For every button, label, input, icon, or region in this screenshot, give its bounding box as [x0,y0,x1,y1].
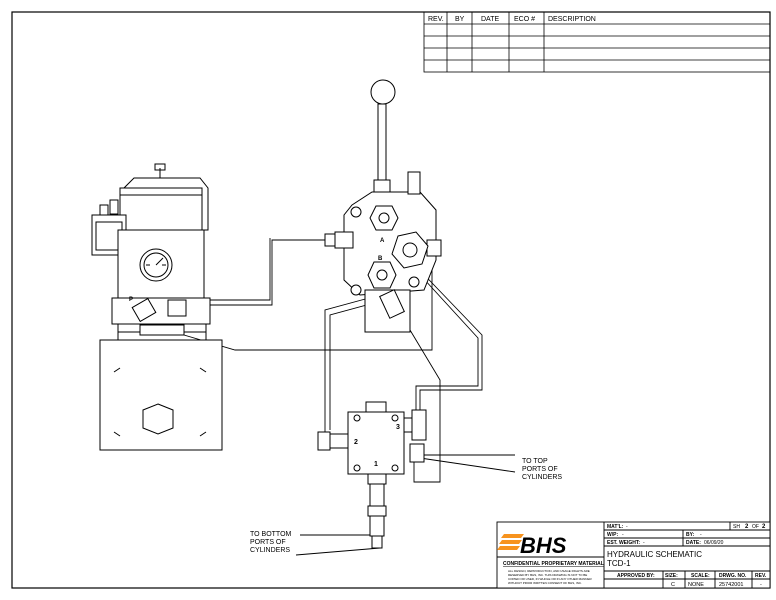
legal-notice: ALL DESIGN, REPRODUCTION, AND USAGE RIGH… [508,569,592,585]
check-valve-port-2-label: 2 [354,439,358,446]
legal-line: WITHOUT PRIOR WRITTEN CONSENT OF BHS, IN… [508,581,582,585]
manifold-port-p-label: P [129,297,133,303]
title-block [496,521,771,589]
drawing-title-line-1: HYDRAULIC SCHEMATIC [607,550,702,559]
description-header: DESCRIPTION [548,16,596,23]
note-bottom-ports-line-1: TO BOTTOM [250,531,292,538]
scale-label: SCALE: [691,573,710,579]
note-top-ports-line-1: TO TOP [522,458,548,465]
revision-value: - [760,582,762,588]
sheet-number: 2 [745,524,749,530]
size-label: SIZE: [665,573,678,579]
note-bottom-ports: TO BOTTOM PORTS OF CYLINDERS [250,531,292,554]
material-label: MAT'L: [607,524,624,530]
manifold-fitting-icon [131,297,157,323]
check-valve-block [317,401,427,549]
drawing-border [11,11,771,589]
legal-line: RESERVED BY BHS, INC. THIS DRAWING IS NO… [508,573,587,577]
valve-port-b-label: B [378,256,383,262]
note-top-ports: TO TOP PORTS OF CYLINDERS [522,458,562,481]
directional-control-valve [324,79,442,333]
material-value: - [626,524,628,530]
legal-line: COPIED OR USED, IN WHOLE OR IN ANY OTHER… [508,577,592,581]
note-top-ports-line-3: CYLINDERS [522,474,562,481]
note-bottom-ports-line-2: PORTS OF [250,539,286,546]
drawing-title-line-2: TCD-1 [607,559,631,568]
date-value: 06/09/20 [704,540,724,546]
note-bottom-ports-line-3: CYLINDERS [250,547,290,554]
power-unit [91,163,223,451]
approved-by-label: APPROVED BY: [617,573,655,579]
size-value: C [671,582,675,588]
sheet-total: 2 [762,524,766,530]
logo-swoosh-icon [497,534,524,550]
revision-table-headers: REV. BY DATE ECO # DESCRIPTION [428,16,596,23]
check-valve-port-1-label: 1 [374,461,378,468]
rev-header: REV. [428,16,444,23]
pressure-gauge-icon [139,248,173,282]
date-header: DATE [481,16,499,23]
valve-handle-knob [370,79,396,105]
valve-port-a-label: A [380,238,385,244]
check-valve-port-3-label: 3 [396,424,400,431]
wp-value: - [622,532,624,538]
sheet-label: SH [733,524,740,530]
weight-value: - [643,540,645,546]
scale-value: NONE [688,582,704,588]
bhs-logo: BHS [497,533,567,558]
legal-line: ALL DESIGN, REPRODUCTION, AND USAGE RIGH… [508,569,590,573]
drawn-by-value: - [700,532,702,538]
revision-table [423,11,771,73]
weight-label: EST. WEIGHT: [607,540,640,546]
confidential-label: CONFIDENTIAL PROPRIETARY MATERIAL [503,561,604,567]
drawing-number-value: 25742001 [719,582,743,588]
reservoir-tank [99,339,223,451]
date-label: DATE: [686,540,701,546]
wp-label: W/P: [607,532,618,538]
drawn-by-label: BY: [686,532,695,538]
logo-text: BHS [520,533,567,558]
note-top-ports-line-2: PORTS OF [522,466,558,473]
drawing-number-label: DRWG. NO. [719,573,747,579]
sheet-of: OF [752,524,759,530]
filler-cap-icon [142,403,174,435]
eco-header: ECO # [514,16,535,23]
revision-label: REV. [755,573,767,579]
by-header: BY [455,16,465,23]
